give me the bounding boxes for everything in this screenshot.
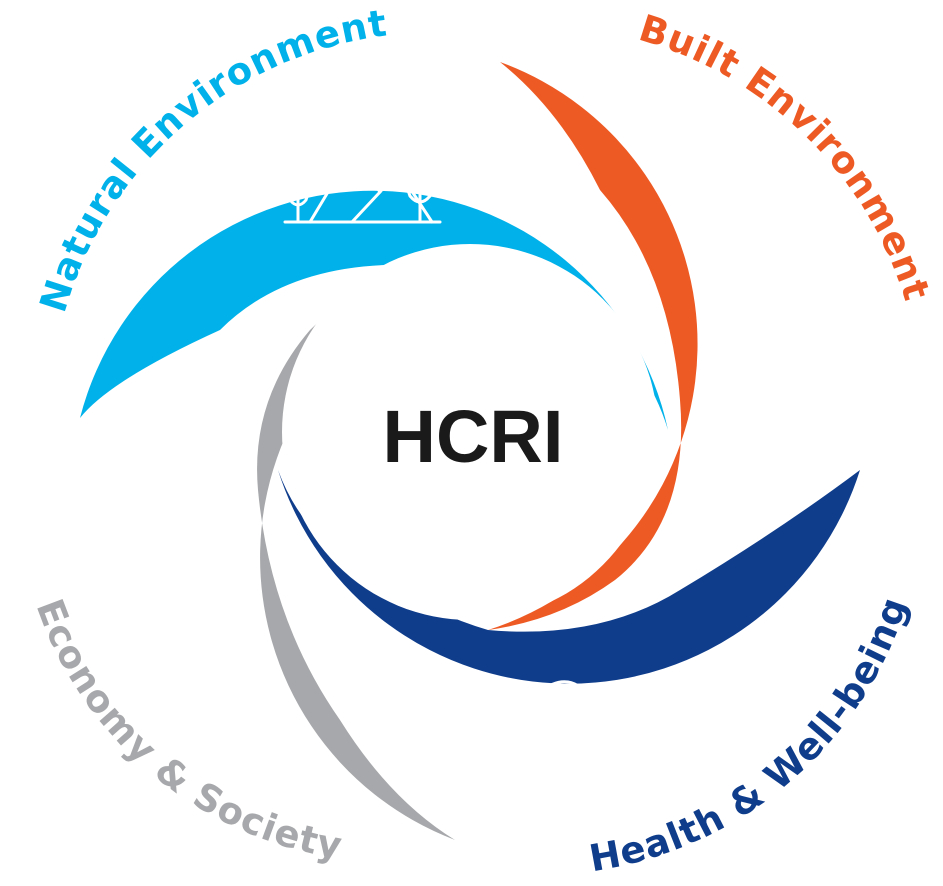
hand-money-plant-icon [104,484,240,634]
city-buildings-icon [710,262,858,400]
center-disc [282,244,658,620]
heart-pulse-icon [524,680,660,808]
mountains-trees-icon [283,84,442,224]
economy-society-segment [257,270,470,840]
natural-environment-segment [80,190,668,430]
dollar-sign-icon: $ [177,489,190,513]
economy-society-label: Economy & Society [28,593,346,868]
health-wellbeing-segment [278,470,860,684]
built-environment-segment [488,62,698,630]
center-label: HCRI [383,395,564,478]
